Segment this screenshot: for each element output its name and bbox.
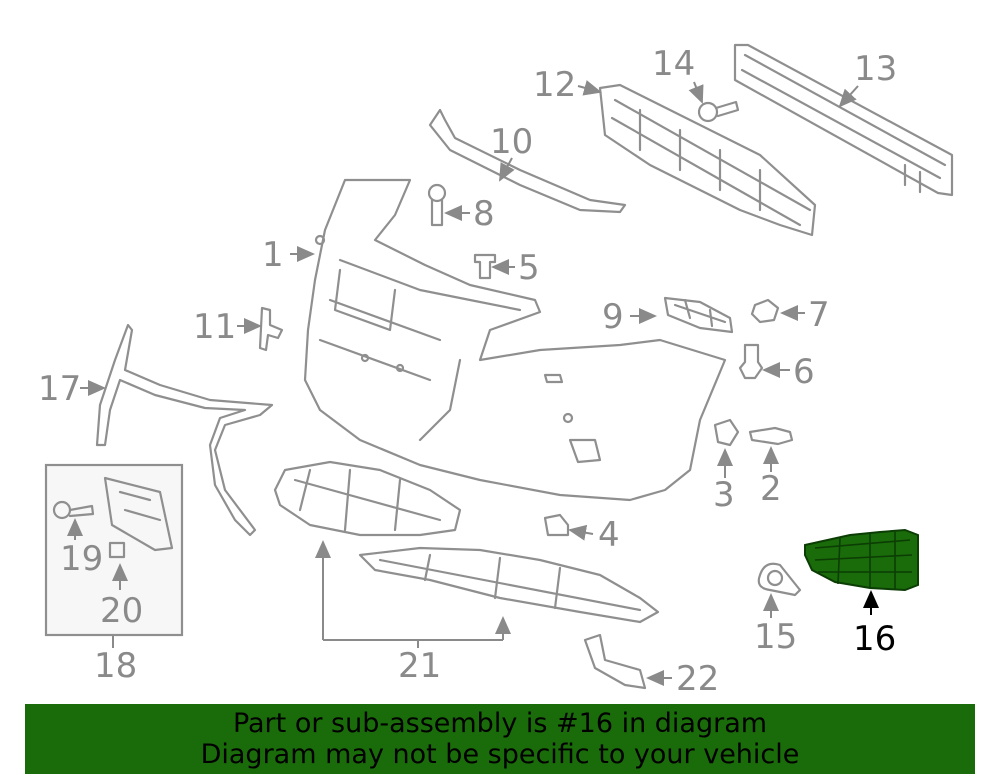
part-16-highlighted-duct <box>804 528 919 592</box>
part-2-screw <box>748 426 794 446</box>
part-11-bracket <box>258 306 284 352</box>
callout-20: 20 <box>100 591 143 631</box>
part-22-bracket <box>583 633 647 690</box>
callout-19: 19 <box>60 539 103 579</box>
callout-18: 18 <box>94 646 137 686</box>
part-17-grille-molding <box>95 323 274 537</box>
part-3-nut <box>713 418 740 447</box>
part-14-bolt <box>697 100 740 123</box>
parts-diagram: 1 2 3 4 5 6 7 8 9 10 11 12 13 14 15 16 1… <box>38 43 954 699</box>
callout-14: 14 <box>652 44 695 84</box>
callout-9: 9 <box>602 297 624 337</box>
part-5-clip <box>473 253 497 280</box>
part-15-cover <box>757 562 802 597</box>
info-banner: Part or sub-assembly is #16 in diagram D… <box>25 704 975 774</box>
callout-6: 6 <box>793 352 815 392</box>
part-1-bumper-cover <box>303 178 727 502</box>
callout-5: 5 <box>518 248 540 288</box>
part-12-absorber <box>598 83 817 237</box>
callout-21: 21 <box>398 646 441 686</box>
banner-line-1: Part or sub-assembly is #16 in diagram <box>232 708 768 739</box>
part-7-clip <box>750 298 780 324</box>
callout-22: 22 <box>676 659 719 699</box>
part-4-clip <box>543 513 570 537</box>
callout-2: 2 <box>760 469 782 509</box>
callout-10: 10 <box>490 122 533 162</box>
callout-17: 17 <box>38 369 81 409</box>
callout-1: 1 <box>262 235 284 275</box>
leader-lines <box>67 80 879 686</box>
part-18-license-bracket-group <box>44 463 184 637</box>
part-6-bolt <box>738 343 764 380</box>
part-13-reinforcement <box>733 43 954 197</box>
callout-16: 16 <box>853 619 896 659</box>
part-9-retainer <box>663 296 734 334</box>
part-8-bolt <box>427 183 447 227</box>
callout-7: 7 <box>808 295 830 335</box>
part-10-molding <box>428 108 627 214</box>
callout-15: 15 <box>754 617 797 657</box>
callout-3: 3 <box>713 475 735 515</box>
banner-line-2: Diagram may not be specific to your vehi… <box>200 739 800 770</box>
callout-12: 12 <box>533 65 576 105</box>
callout-8: 8 <box>473 194 495 234</box>
part-21-under-cover <box>273 460 660 624</box>
callout-4: 4 <box>598 515 620 555</box>
callout-11: 11 <box>193 307 236 347</box>
callout-13: 13 <box>854 49 897 89</box>
